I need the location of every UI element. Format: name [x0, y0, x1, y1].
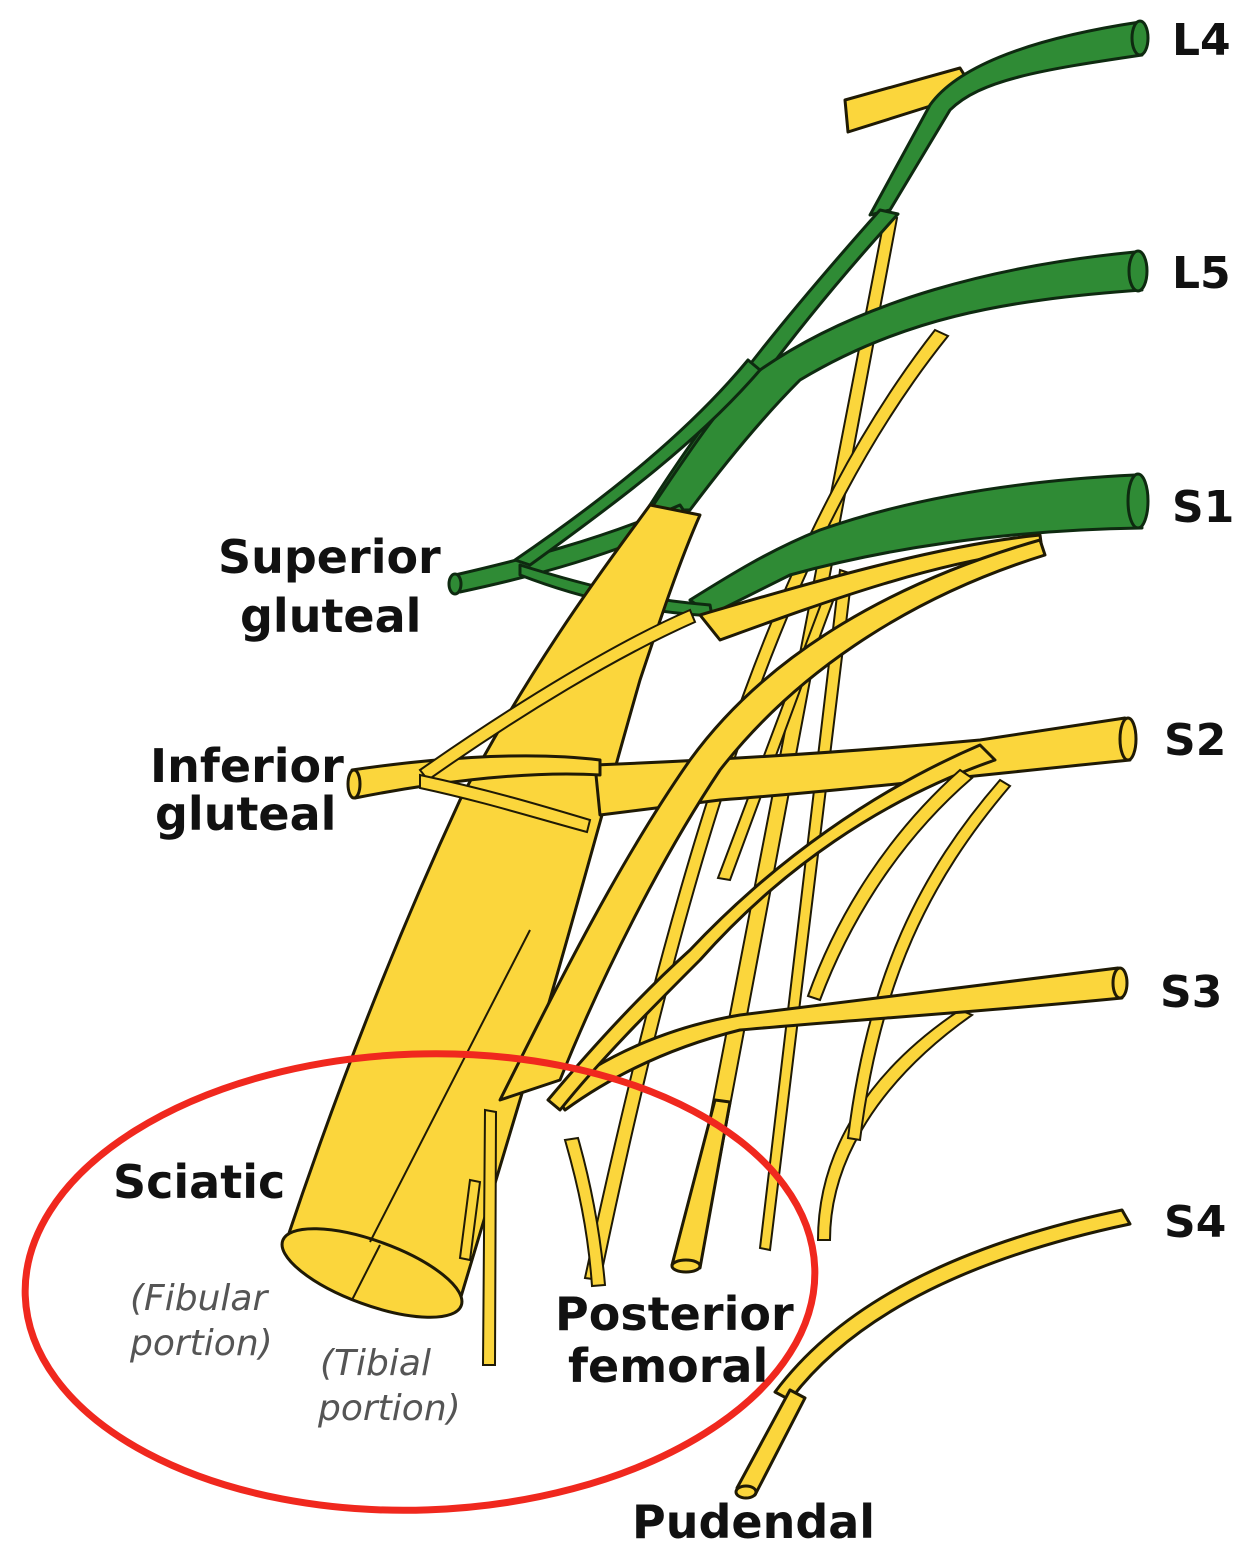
l5-root: [650, 252, 1142, 510]
root-label-s1: S1: [1172, 482, 1234, 533]
s3-fibre-b: [848, 780, 1010, 1140]
fibular-portion-label-line1: (Fibular: [130, 1278, 269, 1319]
root-label-s2: S2: [1164, 715, 1226, 766]
l4-root: [870, 22, 1142, 215]
tibial-portion-label-line1: (Tibial: [320, 1343, 431, 1384]
root-label-s3: S3: [1160, 967, 1222, 1018]
superior-gluteal-label-line1: Superior: [218, 530, 441, 584]
tibial-portion-label-line2: portion): [317, 1388, 461, 1429]
fibular-portion-label-line2: portion): [129, 1323, 273, 1364]
root-label-s4: S4: [1164, 1197, 1226, 1248]
pudendal-label: Pudendal: [632, 1495, 875, 1549]
inferior-gluteal-label-line2: gluteal: [155, 787, 336, 841]
root-label-l5: L5: [1172, 248, 1231, 299]
sciatic-label: Sciatic: [113, 1155, 285, 1209]
superior-gluteal-label-line2: gluteal: [240, 589, 421, 643]
green-motor-roots: [449, 21, 1148, 616]
s3-fibre-a: [818, 1010, 972, 1240]
root-label-l4: L4: [1172, 15, 1231, 66]
tibial-fibre-a: [483, 1110, 496, 1365]
inferior-gluteal-label-line1: Inferior: [150, 739, 344, 793]
root-labels: L4 L5 S1 S2 S3 S4: [1160, 15, 1234, 1248]
posterior-femoral-label-line1: Posterior: [555, 1287, 794, 1341]
posterior-femoral-label-line2: femoral: [568, 1339, 768, 1393]
